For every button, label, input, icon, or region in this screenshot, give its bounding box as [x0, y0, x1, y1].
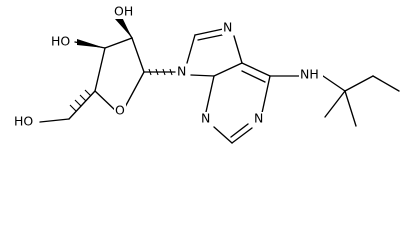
bond-c4-n3: [205, 75, 215, 113]
bond-cq-ch2: [344, 75, 374, 92]
wedge-c2: [115, 15, 132, 38]
bond-cq-me2: [344, 90, 357, 127]
bond-c2-n1-double: [230, 123, 249, 138]
bond-c8-n7-double: [197, 34, 223, 41]
atom-label-nh: NH: [300, 67, 319, 82]
bond-c1-o4: [123, 71, 145, 110]
atom-label-ho-left: HO: [51, 34, 70, 49]
bond-n1-c6: [261, 75, 271, 114]
bond-c5-c4: [213, 62, 243, 77]
bond-n7-c5: [233, 35, 243, 64]
bond-ch2-ch3: [372, 75, 400, 92]
bond-c4-c5: [68, 90, 96, 120]
bond-c6-c5: [241, 62, 271, 77]
hash-c4: [69, 89, 92, 112]
atom-label-n9: N: [177, 64, 186, 79]
atom-label-n3: N: [201, 111, 210, 126]
bond-c2-c1: [131, 37, 145, 73]
molecule-structure: OH HO O HO N N N N NH: [13, 4, 400, 144]
bond-n3-c2: [213, 126, 233, 144]
bond-nh-cq: [322, 75, 346, 92]
bond-o4-c4: [94, 90, 117, 112]
bond-c4-n9: [190, 74, 215, 77]
bond-c3-c2: [104, 37, 133, 49]
atom-label-ho-bottom: HO: [14, 114, 33, 129]
bond-n9-c8: [186, 34, 196, 64]
bond-c5-oh: [39, 118, 70, 123]
bond-cq-me1: [324, 90, 346, 118]
structure-canvas: OH HO O HO N N N N NH: [13, 3, 400, 144]
atom-label-oh-top: OH: [114, 4, 133, 19]
bond-c6-c5-double: [241, 70, 266, 83]
atom-label-n1: N: [254, 111, 263, 126]
atom-label-n7: N: [223, 20, 232, 35]
bond-c4-c3: [94, 47, 106, 92]
bond-c2-n1: [231, 127, 253, 144]
atom-label-ring-oxygen: O: [115, 103, 125, 118]
bond-c8-n7: [194, 28, 224, 36]
wedge-c3: [77, 39, 105, 48]
